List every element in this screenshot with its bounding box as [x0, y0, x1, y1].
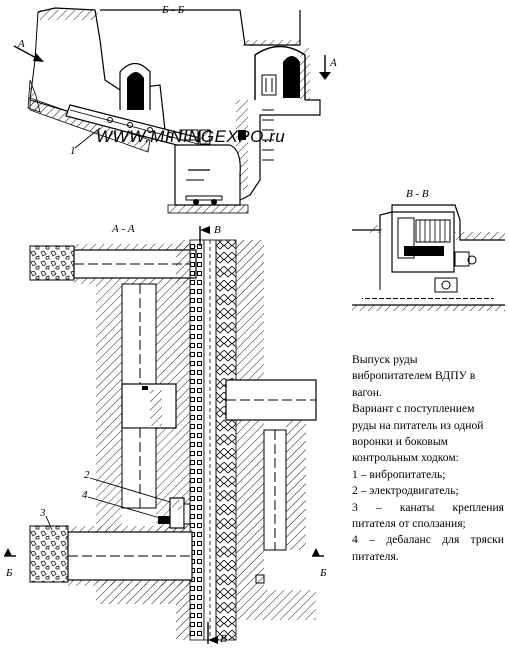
caption-variant-line-4: контрольным ходком: [352, 451, 459, 465]
cut-mark-a-left: А [17, 38, 25, 50]
caption-item-3a: 3 – канаты крепления [352, 500, 504, 514]
section-vv-title: В - В [406, 188, 429, 200]
section-bb-view [13, 7, 331, 214]
section-aa-view [4, 226, 324, 644]
caption-variant-line-2: руды на питатель из одной [352, 418, 484, 432]
callout-2: 2 [84, 469, 90, 481]
callout-1: 1 [70, 145, 76, 157]
caption-title-line-1: Выпуск руды [352, 353, 418, 366]
watermark: WWW.MININGEXPO.ru [96, 127, 285, 146]
section-bb-title: Б - Б [161, 4, 185, 16]
caption-variant-line-1: Вариант с поступлением [352, 402, 475, 416]
cut-mark-b-left: Б [5, 567, 13, 579]
caption-item-4a: 4 – дебаланс для тряски [352, 533, 504, 547]
caption-item-1: 1 – вибропитатель; [352, 467, 446, 481]
figure-caption: Выпуск руды вибропитателем ВДПУ в вагон.… [352, 352, 504, 565]
section-aa-title: А - А [111, 223, 135, 235]
feeder-rollers [107, 117, 173, 138]
caption-title-line-2: вибропитателем ВДПУ в [352, 369, 476, 383]
caption-item-3b: питателя от сползания; [352, 517, 466, 531]
cut-mark-v-top: В [214, 224, 221, 236]
caption-item-4b: питателя. [352, 549, 399, 563]
cut-mark-b-right: Б [319, 567, 327, 579]
callout-3: 3 [39, 507, 46, 519]
section-vv-view [352, 204, 505, 311]
cut-mark-a-right: А [329, 57, 337, 69]
caption-variant-line-3: воронки и боковым [352, 435, 448, 449]
caption-title-line-3: вагон. [352, 385, 382, 399]
cut-mark-v-bottom: В [220, 633, 227, 645]
caption-item-2: 2 – электродвигатель; [352, 484, 459, 498]
callout-4: 4 [82, 489, 88, 501]
